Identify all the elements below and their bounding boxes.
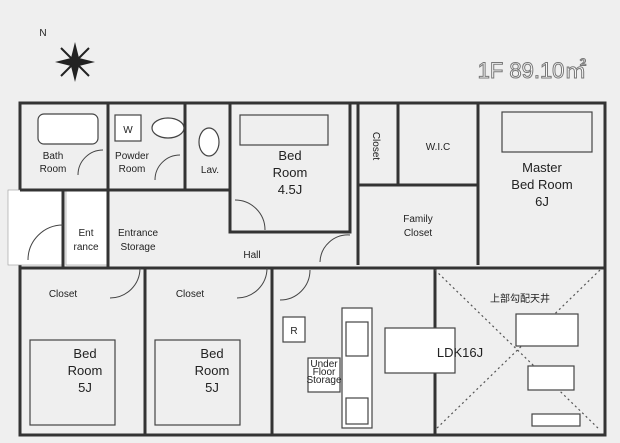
svg-text:Closet: Closet bbox=[404, 228, 433, 239]
svg-text:Storage: Storage bbox=[120, 242, 155, 253]
bed-4-5 bbox=[239, 114, 329, 146]
washer bbox=[114, 114, 142, 142]
bed-room-5-b bbox=[154, 339, 241, 426]
kitchen-sink bbox=[345, 321, 369, 357]
svg-text:rance: rance bbox=[73, 242, 98, 253]
svg-text:Powder: Powder bbox=[115, 151, 150, 162]
bed-room-5-a bbox=[29, 339, 116, 426]
tv-stand bbox=[531, 413, 581, 427]
svg-text:Bed: Bed bbox=[278, 148, 301, 163]
sofa bbox=[515, 313, 579, 347]
svg-text:Closet: Closet bbox=[49, 289, 78, 300]
svg-text:Lav.: Lav. bbox=[201, 165, 219, 176]
svg-text:Room: Room bbox=[40, 164, 67, 175]
svg-text:Bed: Bed bbox=[200, 346, 223, 361]
svg-text:Floor: Floor bbox=[313, 367, 336, 378]
svg-text:Family: Family bbox=[403, 214, 432, 225]
svg-text:Storage: Storage bbox=[306, 375, 341, 386]
north-label: N bbox=[39, 28, 46, 39]
svg-text:Entrance: Entrance bbox=[118, 228, 158, 239]
svg-text:Room: Room bbox=[68, 363, 103, 378]
svg-text:5J: 5J bbox=[78, 380, 92, 395]
floor-area-title: 1F 89.10㎡ bbox=[478, 58, 587, 83]
svg-text:Bed: Bed bbox=[73, 346, 96, 361]
svg-text:4.5J: 4.5J bbox=[278, 182, 303, 197]
svg-text:上部勾配天井: 上部勾配天井 bbox=[490, 292, 550, 305]
svg-text:LDK16J: LDK16J bbox=[437, 345, 483, 360]
door-swings bbox=[27, 149, 351, 301]
dining-table bbox=[384, 327, 456, 374]
svg-text:Bath: Bath bbox=[43, 151, 64, 162]
svg-text:Under: Under bbox=[310, 359, 338, 370]
svg-text:W.I.C: W.I.C bbox=[426, 142, 450, 153]
fridge-label: R bbox=[290, 326, 297, 337]
svg-text:Hall: Hall bbox=[243, 250, 260, 261]
underfloor-storage bbox=[307, 357, 341, 393]
interior-walls bbox=[18, 103, 605, 435]
underfloor-storage-label: Under Floor Storage bbox=[306, 359, 341, 386]
coffee-table bbox=[527, 365, 575, 391]
svg-text:Room: Room bbox=[195, 363, 230, 378]
svg-text:6J: 6J bbox=[535, 194, 549, 209]
toilet bbox=[198, 127, 220, 157]
svg-text:Room: Room bbox=[119, 164, 146, 175]
svg-text:Room: Room bbox=[273, 165, 308, 180]
svg-text:Bed Room: Bed Room bbox=[511, 177, 572, 192]
bed-master bbox=[501, 111, 593, 153]
svg-text:Closet: Closet bbox=[370, 132, 381, 161]
svg-text:Master: Master bbox=[522, 160, 562, 175]
stove bbox=[345, 397, 369, 425]
svg-text:Closet: Closet bbox=[176, 289, 205, 300]
sloped-ceiling-marker bbox=[434, 269, 601, 431]
washer-label: W bbox=[123, 125, 133, 136]
fridge bbox=[282, 316, 306, 343]
compass-icon: N bbox=[39, 28, 95, 82]
svg-text:Ent: Ent bbox=[78, 228, 93, 239]
svg-text:5J: 5J bbox=[205, 380, 219, 395]
sink bbox=[151, 117, 185, 139]
bathtub bbox=[37, 113, 99, 145]
